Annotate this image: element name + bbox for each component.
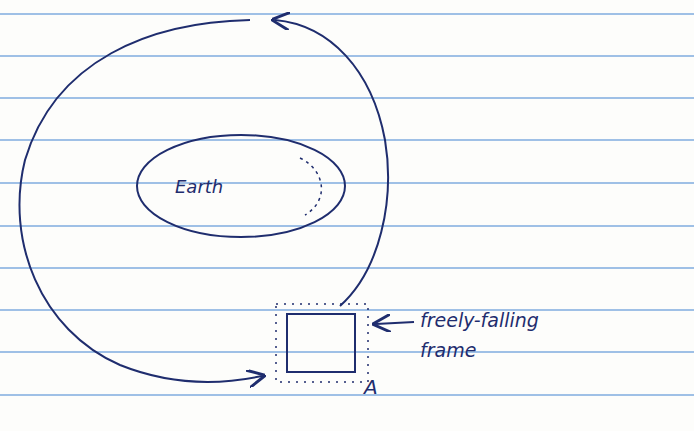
handwritten-note: freely-falling frame xyxy=(420,305,595,365)
ruled-lines xyxy=(0,14,694,395)
falling-frame-box: A xyxy=(286,313,356,373)
falling-frame-box-outline xyxy=(286,313,356,373)
inner-orbit-arc xyxy=(300,158,321,215)
earth-oval-outline xyxy=(135,133,347,239)
earth-oval: Earth xyxy=(135,133,347,239)
leader-arrow xyxy=(376,322,414,324)
planet-name: Earth xyxy=(175,176,223,197)
frame-outline-dotted xyxy=(276,304,368,382)
frame-label: A xyxy=(364,375,378,399)
orbit-loop xyxy=(275,20,388,306)
